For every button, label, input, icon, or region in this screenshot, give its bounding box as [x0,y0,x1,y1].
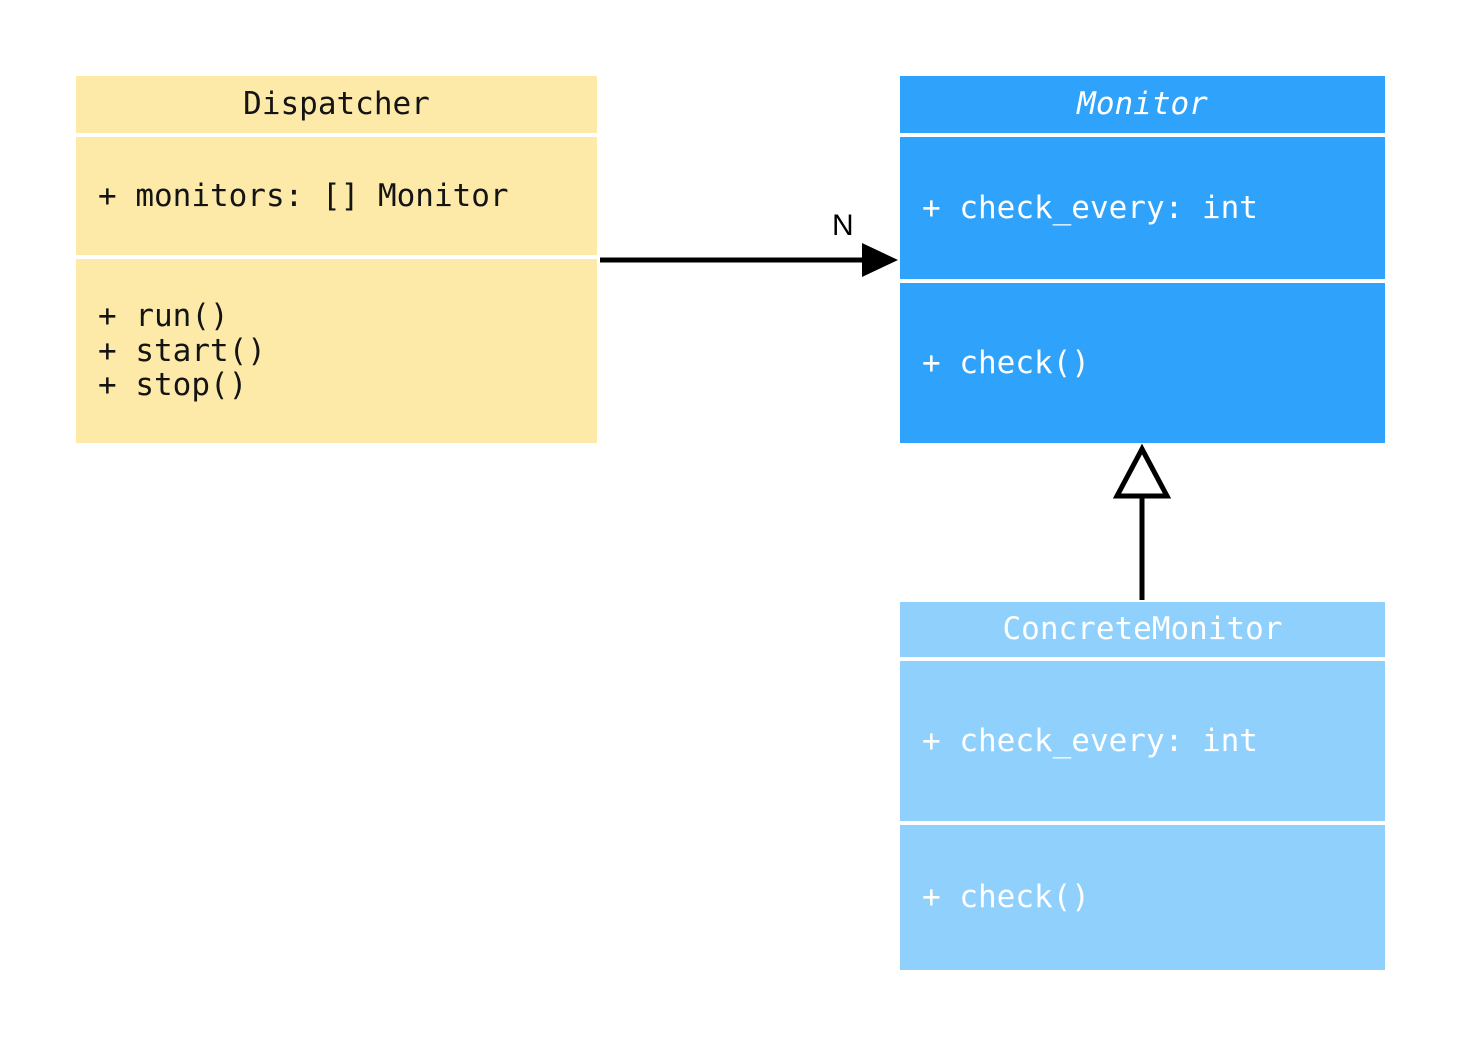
attribute-item: + check_every: int [922,722,1258,759]
filled-arrowhead-icon [862,243,898,277]
class-attributes-monitor: + check_every: int [900,137,1385,279]
class-methods-concretemonitor: + check() [900,825,1385,970]
method-item: + check() [922,344,1090,381]
class-header-monitor: Monitor [900,76,1385,133]
generalization-concretemonitor-to-monitor [1112,443,1172,600]
method-item: + run() [98,297,229,334]
class-attributes-concretemonitor: + check_every: int [900,661,1385,821]
association-multiplicity-label: N [832,209,854,242]
attribute-item: + check_every: int [922,189,1258,226]
method-item: + check() [922,879,1090,916]
uml-class-dispatcher[interactable]: Dispatcher + monitors: [] Monitor + run(… [76,76,597,443]
method-item: + start() [98,332,266,369]
class-header-concretemonitor: ConcreteMonitor [900,602,1385,657]
class-header-dispatcher: Dispatcher [76,76,597,133]
attribute-item: + monitors: [] Monitor [98,177,509,214]
method-item: + stop() [98,367,248,404]
association-dispatcher-to-monitor [600,243,898,277]
uml-class-concretemonitor[interactable]: ConcreteMonitor + check_every: int + che… [900,602,1385,970]
class-methods-dispatcher: + run() + start() + stop() [76,259,597,443]
class-methods-monitor: + check() [900,283,1385,443]
class-name-concretemonitor: ConcreteMonitor [1002,610,1283,647]
class-name-monitor: Monitor [1077,85,1208,122]
hollow-triangle-icon [1112,443,1172,499]
class-attributes-dispatcher: + monitors: [] Monitor [76,137,597,255]
class-name-dispatcher: Dispatcher [243,85,430,122]
uml-class-monitor[interactable]: Monitor + check_every: int + check() [900,76,1385,443]
